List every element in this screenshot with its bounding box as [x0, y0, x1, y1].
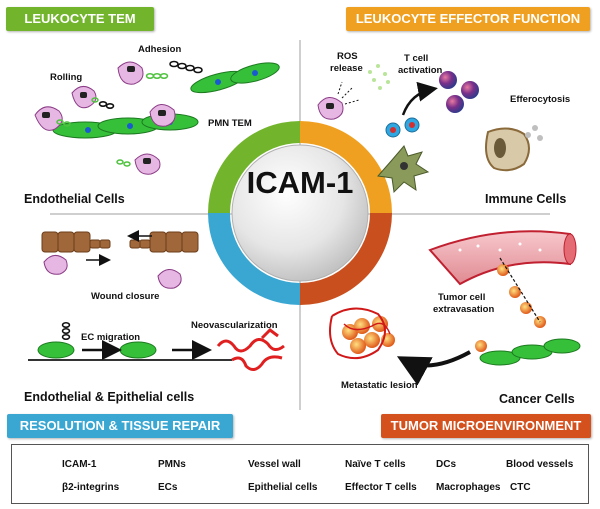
- ros-pmn: [317, 97, 344, 120]
- legend-ctc: CTC: [510, 482, 531, 493]
- ros-arrows: [337, 81, 360, 105]
- legend-ecs: ECs: [158, 482, 178, 493]
- icam1-ring: [208, 121, 392, 305]
- legend-epithelial: Epithelial cells: [248, 482, 318, 493]
- section-cancer-cells: Cancer Cells: [499, 392, 575, 406]
- epithelial-cells-left: [41, 231, 111, 253]
- legend-naive-t: Naïve T cells: [345, 459, 406, 470]
- legend-pmns: PMNs: [158, 459, 186, 470]
- banner-leukocyte-effector: LEUKOCYTE EFFECTOR FUNCTION: [346, 7, 590, 31]
- label-neovascularization: Neovascularization: [191, 320, 278, 331]
- effector-t-cells: [439, 71, 479, 113]
- ec-migration-cells: [37, 341, 157, 359]
- legend-effector-t: Effector T cells: [345, 482, 417, 493]
- section-endothelial-epithelial: Endothelial & Epithelial cells: [24, 390, 195, 404]
- center-label: ICAM-1: [246, 165, 354, 200]
- banner-leukocyte-tem: LEUKOCYTE TEM: [6, 7, 154, 31]
- macrophage: [485, 125, 543, 172]
- tcell-activation-arrow: [401, 81, 438, 116]
- naive-t-cells: [385, 117, 420, 138]
- label-ec-migration: EC migration: [81, 332, 141, 343]
- label-wound-closure: Wound closure: [91, 291, 160, 302]
- legend-dcs: DCs: [436, 459, 457, 470]
- dendritic-cell: [377, 145, 430, 194]
- label-tumor-line2: extravasation: [433, 304, 495, 315]
- b2-integrins-tem: [56, 73, 169, 167]
- legend-box: ICAM-1 β2-integrins PMNs ECs Vessel wall…: [11, 444, 589, 504]
- ros-release: [368, 64, 390, 90]
- tumor-vessel-wall: [479, 338, 581, 366]
- icam1-chain-migration: [61, 322, 71, 340]
- section-endothelial-cells: Endothelial Cells: [24, 192, 125, 206]
- legend-b2-integrins: β2-integrins: [62, 482, 120, 493]
- label-ros-line1: ROS: [337, 51, 358, 62]
- metastasis-arrow: [396, 350, 471, 386]
- label-tcell-line2: activation: [398, 65, 443, 76]
- banner-tumor-microenvironment: TUMOR MICROENVIRONMENT: [381, 414, 591, 438]
- epithelial-cells-right: [129, 231, 199, 253]
- ring-quadrant-green: [208, 121, 300, 213]
- center-ball: [231, 144, 369, 282]
- banner-resolution-tissue-repair: RESOLUTION & TISSUE REPAIR: [7, 414, 233, 438]
- vessel-particles: [458, 242, 542, 252]
- label-tumor-line1: Tumor cell: [438, 292, 486, 303]
- label-ros-line2: release: [330, 63, 363, 74]
- pmn-cells-wound: [43, 255, 182, 289]
- label-adhesion: Adhesion: [138, 44, 182, 55]
- extravasation-dashed-line: [499, 257, 541, 323]
- legend-macrophages: Macrophages: [436, 482, 501, 493]
- label-tcell-line1: T cell: [404, 53, 429, 64]
- ring-quadrant-orange: [300, 121, 392, 213]
- legend-icam1: ICAM-1: [62, 459, 97, 470]
- tem-vessel-wall-2: [190, 62, 280, 94]
- blood-vessel-tube: [428, 230, 577, 286]
- ring-quadrant-red: [300, 213, 392, 305]
- label-pmn-tem: PMN TEM: [208, 118, 252, 129]
- wound-arrows: [86, 230, 152, 266]
- legend-blood-vessels: Blood vessels: [506, 459, 574, 470]
- pmn-nuclei: [42, 66, 166, 164]
- ring-quadrant-blue: [208, 213, 300, 305]
- pmn-cells-tem: [34, 61, 176, 175]
- legend-vessel-wall: Vessel wall: [248, 459, 301, 470]
- neovascularization-vessels: [216, 328, 285, 371]
- tem-vessel-wall-1: [52, 113, 199, 139]
- icam1-chains-tem: [98, 60, 203, 110]
- label-rolling: Rolling: [50, 72, 83, 83]
- metastatic-lesion: [329, 307, 395, 360]
- label-metastatic-lesion: Metastatic lesion: [341, 380, 418, 391]
- label-efferocytosis: Efferocytosis: [510, 94, 571, 105]
- section-immune-cells: Immune Cells: [485, 192, 567, 206]
